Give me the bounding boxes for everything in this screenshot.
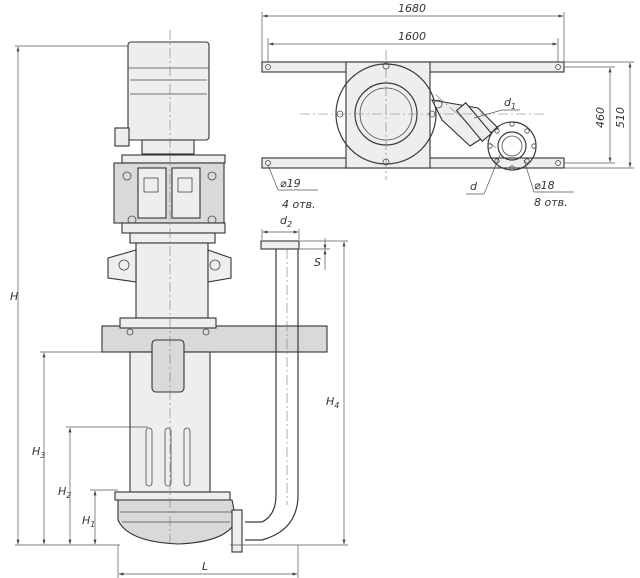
label-H3: H3 [32, 445, 45, 460]
label-L: L [202, 560, 208, 573]
dim-d2: d2 [261, 214, 300, 240]
bearing-housing [107, 242, 232, 319]
label-hole-19: ⌀19 [280, 177, 301, 190]
discharge-flange [487, 121, 537, 171]
dim-1680: 1680 [261, 2, 565, 62]
label-H: H [10, 290, 18, 303]
dim-H: H [10, 45, 128, 546]
label-d1: d1 [504, 96, 516, 111]
dim-H3: H3 [32, 351, 102, 545]
dim-L: L [117, 545, 299, 578]
label-hole-19-count: 4 отв. [282, 198, 316, 211]
label-H2: H2 [58, 485, 71, 500]
label-510: 510 [614, 107, 627, 128]
label-d2: d2 [280, 214, 292, 229]
dim-H2: H2 [58, 426, 148, 545]
motor [114, 41, 210, 155]
dim-S: S [300, 238, 330, 270]
dim-hole-19: ⌀19 4 отв. [267, 164, 318, 211]
pump-casing [114, 491, 243, 553]
top-discharge-pipe [431, 94, 499, 149]
dim-H4: H4 [230, 240, 348, 546]
label-1600: 1600 [398, 30, 426, 43]
dim-460: 460 [564, 66, 615, 164]
label-H4: H4 [326, 395, 339, 410]
coupling-housing [113, 154, 226, 244]
dim-510: 510 [564, 61, 634, 169]
label-d: d [470, 180, 478, 193]
label-S: S [314, 256, 321, 269]
dim-d: d [466, 154, 501, 195]
label-460: 460 [594, 107, 607, 128]
top-view: 1680 1600 460 510 d1 [261, 2, 634, 211]
label-1680: 1680 [398, 2, 426, 15]
label-hole-18: ⌀18 [534, 179, 555, 192]
dim-1600: 1600 [267, 30, 559, 62]
discharge-pipe [245, 240, 300, 541]
front-view: H H3 H2 H1 H4 [10, 30, 348, 578]
dim-H1: H1 [82, 489, 118, 545]
base-plate [101, 317, 328, 353]
dim-d1: d1 [473, 96, 520, 119]
label-hole-18-count: 8 отв. [534, 196, 568, 209]
label-H1: H1 [82, 514, 95, 529]
dim-hole-18: ⌀18 8 отв. [523, 159, 574, 209]
